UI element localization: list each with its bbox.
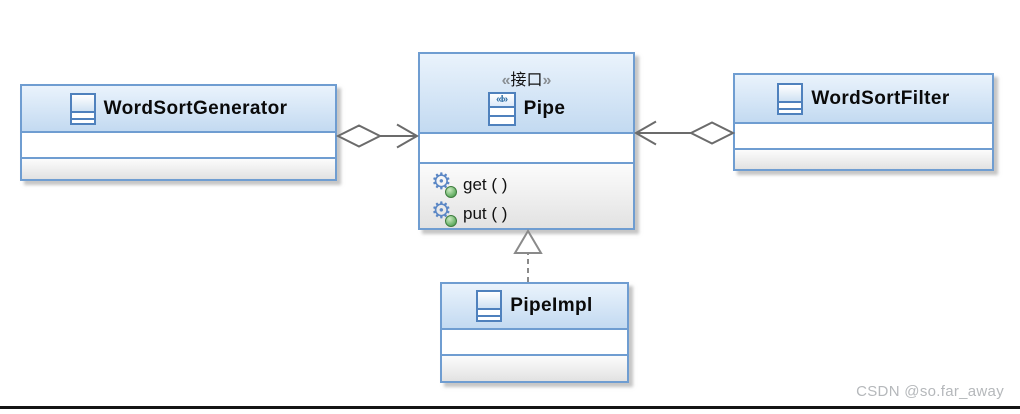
interface-name: Pipe [523, 97, 566, 119]
class-header[interactable]: WordSortFilter [735, 75, 992, 124]
stereotype-text: 接口 [510, 71, 543, 89]
class-icon-band [478, 310, 501, 315]
bottom-divider-line [0, 406, 1020, 409]
aggregation-filter-to-pipe[interactable] [633, 120, 736, 146]
class-icon-band [71, 112, 94, 118]
aggregation-diamond[interactable] [688, 121, 736, 145]
attributes-compartment[interactable] [442, 330, 627, 356]
interface-header[interactable]: «接口» «I» Pipe [420, 54, 633, 134]
class-icon [777, 82, 804, 115]
class-box-pipeimpl[interactable]: PipeImpl [440, 282, 629, 383]
open-arrowhead[interactable] [396, 123, 420, 149]
class-icon-top [779, 84, 802, 103]
realization-impl-to-pipe[interactable] [513, 229, 543, 282]
attributes-compartment[interactable] [22, 133, 335, 159]
class-icon-band [779, 102, 802, 108]
class-icon-band [779, 107, 802, 113]
class-box-wordsortfilter[interactable]: WordSortFilter [733, 73, 994, 171]
gear-green-dot [445, 185, 457, 198]
class-header[interactable]: PipeImpl [442, 284, 627, 330]
csdn-watermark: CSDN @so.far_away [856, 383, 1004, 400]
class-icon-band [478, 315, 501, 320]
operations-compartment[interactable] [22, 159, 335, 179]
operation-label: get ( ) [463, 174, 508, 194]
class-icon [476, 290, 503, 322]
class-box-wordsortgenerator[interactable]: WordSortGenerator [20, 84, 337, 181]
class-name: PipeImpl [510, 295, 593, 316]
attributes-compartment[interactable] [420, 133, 633, 164]
interface-icon: «I» [487, 91, 516, 126]
class-header[interactable]: WordSortGenerator [22, 86, 335, 133]
class-name: WordSortGenerator [103, 97, 288, 119]
operations-compartment[interactable] [735, 150, 992, 169]
operation-get[interactable]: ⚙ get ( ) [431, 170, 633, 199]
interface-icon-band [489, 107, 514, 115]
operations-compartment[interactable]: ⚙ get ( ) ⚙ put ( ) [420, 164, 633, 228]
attributes-compartment[interactable] [735, 124, 992, 150]
stereotype-label: «接口» [502, 66, 552, 90]
class-icon [69, 92, 96, 125]
guillemet-open: « [501, 71, 511, 89]
open-arrowhead[interactable] [633, 120, 657, 146]
operations-compartment[interactable] [442, 356, 627, 381]
realization-triangle-arrowhead[interactable] [513, 229, 543, 254]
operation-gear-icon: ⚙ [431, 199, 457, 227]
class-name: WordSortFilter [811, 87, 950, 109]
aggregation-generator-to-pipe[interactable] [335, 123, 420, 149]
class-icon-top [71, 94, 94, 113]
gear-green-dot [445, 214, 457, 227]
interface-icon-glyph: «I» [489, 93, 514, 108]
guillemet-close: » [542, 71, 552, 89]
interface-icon-band [489, 114, 514, 124]
interface-box-pipe[interactable]: «接口» «I» Pipe ⚙ get ( ) [418, 52, 635, 230]
class-icon-band [71, 117, 94, 123]
operation-gear-icon: ⚙ [431, 170, 457, 198]
operation-put[interactable]: ⚙ put ( ) [431, 199, 633, 228]
aggregation-diamond[interactable] [335, 124, 383, 148]
operation-label: put ( ) [463, 203, 508, 223]
class-icon-top [478, 292, 501, 310]
